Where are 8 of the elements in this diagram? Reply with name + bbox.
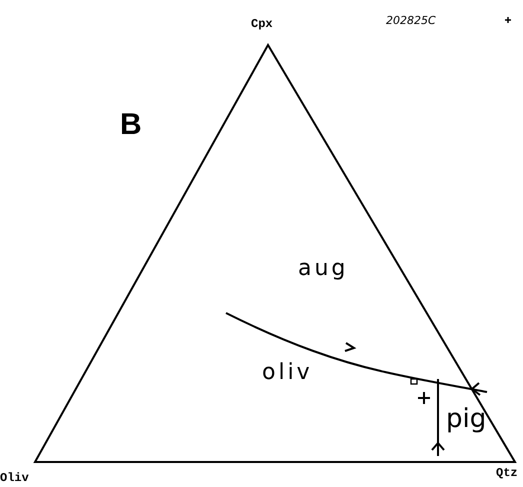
corner-label: Oliv xyxy=(0,472,29,484)
field-label: oliv xyxy=(262,362,313,384)
field-label: pig xyxy=(446,406,486,432)
panel-letter: B xyxy=(120,110,142,140)
figure-number: 202825C xyxy=(386,15,436,26)
corner-label: Cpx xyxy=(251,18,273,30)
corner-label: Qtz xyxy=(496,467,518,479)
field-label: aug xyxy=(298,258,348,280)
